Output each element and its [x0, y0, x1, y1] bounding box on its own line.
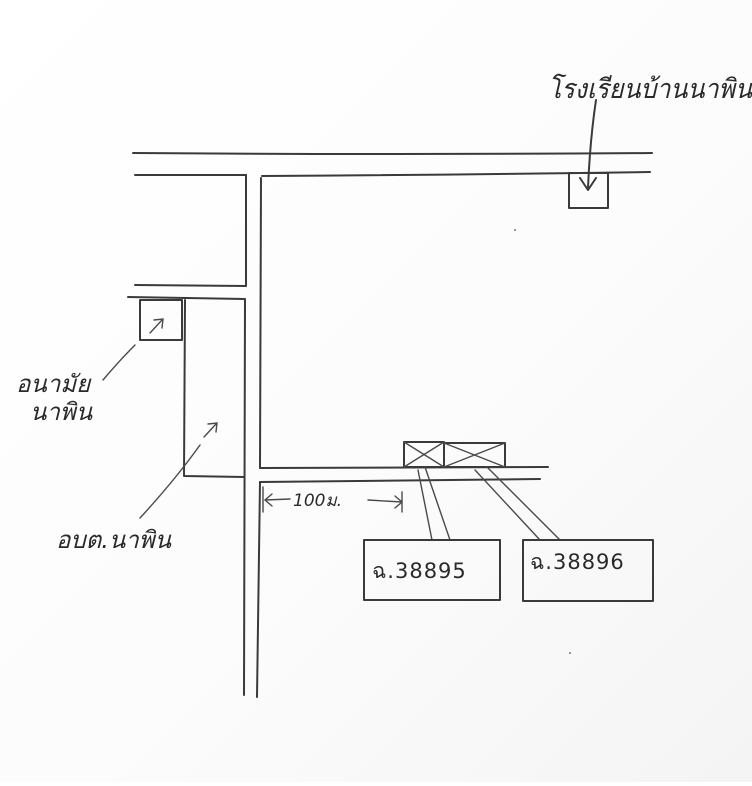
sao-office-inner-arrow	[203, 422, 218, 438]
sao-office-lot	[183, 299, 245, 478]
parcel-road	[259, 466, 549, 483]
health-station-leader	[102, 344, 136, 381]
sao-office-label: อบต.นาพิน	[56, 526, 172, 554]
sao-office-leader	[139, 444, 201, 519]
parcel-2-label-box	[522, 539, 654, 602]
ink-speck	[569, 652, 571, 654]
distance-dimension	[262, 486, 404, 513]
parcel-1-leader	[417, 466, 451, 541]
ink-speck	[514, 229, 516, 231]
parcel-1-label-box	[363, 539, 501, 601]
health-station-label-line2: นาพิน	[30, 398, 93, 426]
school-arrow	[579, 99, 597, 191]
parcel-2-box	[443, 442, 506, 468]
parcel-1-label: ฉ.38895	[372, 559, 467, 583]
health-station-inner-arrow	[149, 318, 164, 334]
distance-label: 100ม.	[293, 491, 342, 511]
left-side-road	[127, 284, 247, 300]
school-label: โรงเรียนบ้านนาพิน	[548, 73, 752, 105]
health-station-label-line1: อนามัย	[16, 370, 92, 398]
health-station-building	[139, 299, 183, 341]
main-vertical-road	[243, 174, 262, 698]
parcel-2-leader	[474, 466, 561, 541]
parcel-2-label: ฉ.38896	[530, 550, 625, 574]
land-parcels	[403, 441, 506, 468]
